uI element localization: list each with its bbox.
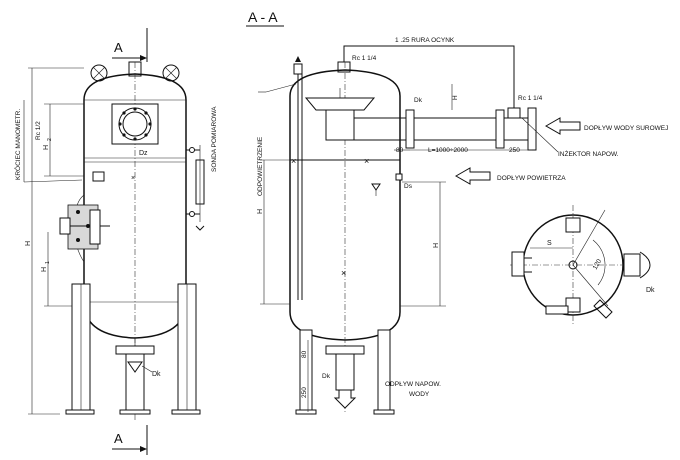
bottom-outlet — [115, 338, 155, 415]
section-title-text: A - A — [248, 9, 278, 25]
dz-label: Dz — [139, 150, 148, 157]
s-label: S — [547, 240, 552, 247]
h2-sub-label: 2 — [47, 138, 53, 141]
dk-plan-label: Dk — [646, 287, 655, 294]
front-view: Dz × SONDA POMIAROWA KRÓCIEC MANOMETR. — [13, 61, 218, 420]
rc-half-label: Rc 1/2 — [35, 121, 42, 140]
h2-label: H — [43, 145, 50, 150]
inlet-pipe — [354, 107, 537, 151]
rc-right-label: Rc 1 1/4 — [518, 95, 543, 102]
section-view: 1 .25 RURA OCYNK Rc 1 1/4 ODPOWIETRZENIE — [257, 37, 668, 415]
rc-top-label: Rc 1 1/4 — [352, 55, 377, 62]
support-legs — [65, 283, 201, 415]
doplyw-surowej-label: DOPŁYW WODY SUROWEJ — [584, 125, 668, 132]
h-left-label: H — [257, 209, 264, 214]
h1-sub-label: 1 — [45, 261, 51, 264]
section-marker-bottom-label: A — [114, 431, 123, 446]
top-pipe — [343, 45, 515, 108]
measurement-probe — [186, 145, 205, 231]
dk-left-label: Dk — [152, 371, 161, 378]
raw-water-arrow — [544, 117, 581, 135]
valve-right-mark: × — [364, 156, 369, 166]
centre-mark: × — [131, 175, 135, 182]
dim-80-label: 80 — [396, 147, 404, 154]
dim-250-label: 250 — [509, 147, 520, 154]
odplyw-line2-label: WODY — [409, 391, 430, 398]
angle-label: 120 — [592, 258, 604, 271]
odpowietrzenie-label: ODPOWIETRZENIE — [257, 136, 264, 196]
sonda-label: SONDA POMIAROWA — [211, 106, 218, 172]
section-marker-bottom: A — [112, 425, 148, 455]
section-marker-top: A — [112, 28, 148, 62]
section-outlet — [325, 345, 365, 409]
side-nozzle — [59, 194, 110, 263]
valve-left-mark: × — [291, 156, 296, 166]
inlet-funnel — [304, 88, 376, 141]
rura-label: 1 .25 RURA OCYNK — [395, 37, 455, 44]
h-label: H — [25, 241, 32, 246]
centre-mark-section: × — [341, 268, 346, 278]
air-inlet-arrow — [454, 167, 491, 185]
section-legs — [295, 329, 395, 415]
manhole-flange — [111, 103, 159, 145]
odplyw-line1-label: ODPŁYW NAPOW. — [385, 381, 441, 388]
section-title: A - A — [246, 9, 284, 27]
dk-top-label: Dk — [414, 97, 423, 104]
dk-bottom-label: Dk — [322, 373, 331, 380]
plan-view: S 120 Dk — [510, 205, 655, 325]
h-top-label: H — [452, 95, 459, 100]
dim-250-bottom-label: 250 — [301, 387, 308, 398]
dim-80-bottom-label: 80 — [301, 350, 308, 358]
ds-label: Ds — [404, 183, 413, 190]
dim-l-label: L=1000÷2000 — [428, 147, 468, 154]
krociec-label: KRÓCIEC MANOMETR. — [13, 109, 22, 180]
h1-label: H — [41, 267, 48, 272]
section-marker-top-label: A — [114, 40, 123, 55]
doplyw-powietrza-label: DOPŁYW POWIETRZA — [497, 175, 566, 182]
h-right-label: H — [433, 243, 440, 248]
vent-pipe — [293, 56, 303, 300]
inzektor-label: INŻEKTOR NAPOW. — [558, 149, 619, 158]
